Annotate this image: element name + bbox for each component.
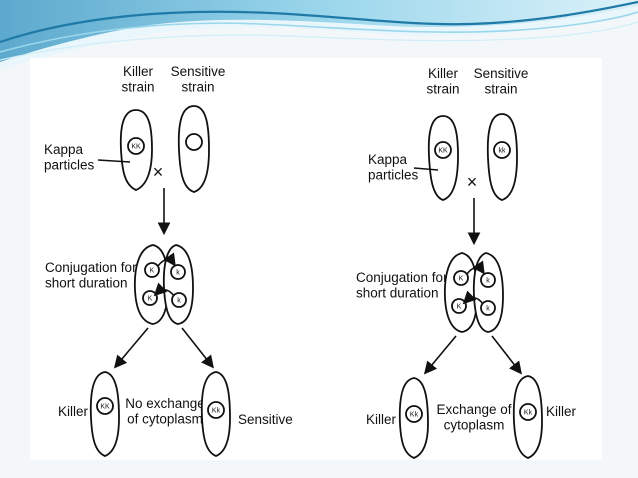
left-offspring-killer-nucleus	[96, 397, 114, 415]
left-conj-k-big-2: K	[148, 296, 153, 303]
text-line: Exchange of	[436, 402, 511, 417]
right-exchange-arrow-top	[466, 260, 485, 275]
left-conj-killer-nucleus-bottom	[142, 290, 158, 306]
text-line: Kappa	[44, 142, 84, 157]
right-result-right-killer-label: Killer	[546, 404, 577, 419]
left-conj-killer-nucleus-top	[144, 262, 160, 278]
left-conj-k-big-1: K	[150, 268, 155, 275]
right-conj-k-small-2: k	[486, 306, 490, 313]
left-killer-parent-nucleus	[127, 137, 145, 155]
text-line: of cytoplasm	[127, 412, 203, 427]
text-line: Killer	[428, 66, 459, 81]
text-line: strain	[121, 80, 154, 95]
left-conj-sensitive-nucleus-top	[170, 264, 186, 280]
text-line: No exchange	[125, 396, 205, 411]
left-killer-parent-genotype: KK	[131, 144, 141, 151]
text-line: short duration	[45, 276, 128, 291]
text-line: Conjugation for	[45, 260, 137, 275]
left-offspring-killer-genotype: KK	[100, 404, 110, 411]
right-conj-right-nucleus-bottom	[480, 300, 496, 316]
left-conj-sensitive-nucleus-bottom	[171, 292, 187, 308]
right-conjugant-right	[472, 252, 504, 333]
left-arrow-to-sensitive	[181, 327, 214, 369]
text-line: short duration	[356, 286, 439, 301]
text-line: particles	[44, 158, 95, 173]
text-line: strain	[426, 82, 459, 97]
left-offspring-sensitive-genotype: Kk	[212, 408, 221, 415]
right-killer-parent-nucleus	[434, 141, 452, 159]
right-result-left-killer-label: Killer	[366, 412, 397, 427]
right-conj-right-nucleus-top	[480, 272, 496, 288]
right-cross-symbol: ×	[467, 172, 478, 192]
text-line: Sensitive	[171, 64, 226, 79]
right-offspring-left-nucleus	[405, 405, 423, 423]
right-kappa-pointer	[413, 167, 439, 171]
right-offspring-right-nucleus	[519, 403, 537, 421]
right-sensitive-parent-nucleus	[493, 141, 511, 159]
right-killer-parent-genotype: KK	[438, 148, 448, 155]
right-conj-left-nucleus-top	[453, 270, 469, 286]
left-result-killer-label: Killer	[58, 404, 89, 419]
right-arrow-to-left-killer	[423, 335, 457, 375]
right-conj-k-big-1: K	[459, 276, 464, 283]
left-exchange-arrow-top	[157, 252, 176, 267]
left-arrow-to-killer	[113, 327, 149, 369]
right-conj-k-big-2: K	[457, 304, 462, 311]
left-offspring-sensitive-nucleus	[207, 401, 225, 419]
text-line: cytoplasm	[444, 418, 505, 433]
right-conjugant-left	[443, 252, 478, 333]
text-line: Killer	[123, 64, 154, 79]
header-waves	[0, 0, 638, 70]
text-line: strain	[181, 80, 214, 95]
left-conjugant-sensitive	[162, 244, 194, 325]
left-kappa-pointer	[97, 159, 131, 163]
right-exchange-arrow-bottom	[462, 290, 484, 305]
right-conj-left-nucleus-bottom	[451, 298, 467, 314]
text-line: Kappa	[368, 152, 408, 167]
text-line: Conjugation for	[356, 270, 448, 285]
right-offspring-left-genotype: Kk	[410, 412, 419, 419]
text-line: strain	[484, 82, 517, 97]
right-offspring-right-genotype: Kk	[524, 410, 533, 417]
text-line: particles	[368, 168, 419, 183]
text-line: Sensitive	[474, 66, 529, 81]
right-arrow-to-right-killer	[491, 335, 522, 375]
right-sensitive-parent-genotype: kk	[499, 148, 507, 155]
left-conj-k-small-1: k	[176, 270, 180, 277]
right-conj-k-small-1: k	[486, 278, 490, 285]
left-conj-k-small-2: k	[177, 298, 181, 305]
left-exchange-arrow-bottom	[153, 282, 175, 297]
left-result-sensitive-label: Sensitive	[238, 412, 293, 427]
left-sensitive-parent-nucleus	[185, 133, 203, 151]
left-cross-symbol: ×	[153, 162, 164, 182]
